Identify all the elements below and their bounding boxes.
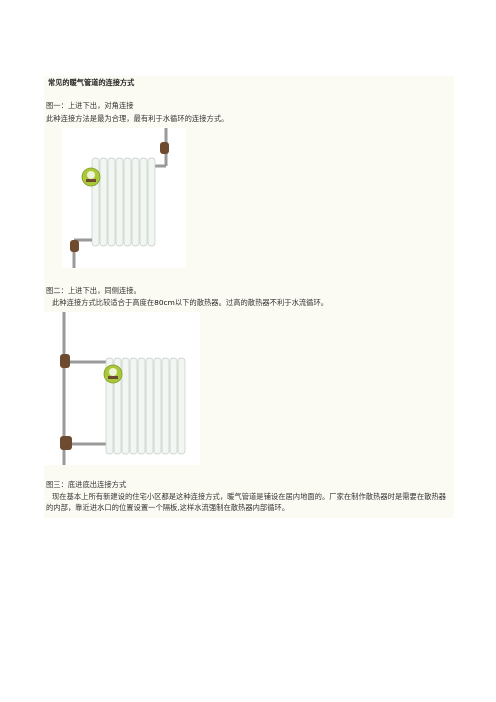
section-3-description: 现在基本上所有新建设的住宅小区都是这种连接方式，暖气管道是铺设在居内地面的。厂家… [46, 492, 447, 512]
section-2-description: 此种连接方式比较适合于高度在80cm以下的散热器。过高的散热器不利于水流循环。 [52, 297, 328, 308]
section-2-height-value: 80cm [154, 298, 175, 307]
section-2-description-part-2: 以下的散热器。过高的散热器不利于水流循环。 [174, 298, 329, 307]
figure-2 [44, 312, 200, 465]
radiator-same-side-icon [60, 312, 186, 465]
section-2-description-part-1: 此种连接方式比较适合于高度在 [52, 298, 155, 307]
figure-1 [62, 128, 186, 268]
section-2-heading: 图二：上进下出，同侧连接。 [46, 286, 141, 295]
radiator-diagonal-icon [70, 128, 169, 268]
section-1-description: 此种连接方法是最为合理，最有利于水循环的连接方式。 [46, 114, 229, 123]
section-1-heading: 图一：上进下出，对角连接 [46, 101, 134, 110]
article-title: 常见的暖气管道的连接方式 [48, 78, 135, 87]
section-3-heading: 图三：底进底出连接方式 [46, 480, 127, 489]
